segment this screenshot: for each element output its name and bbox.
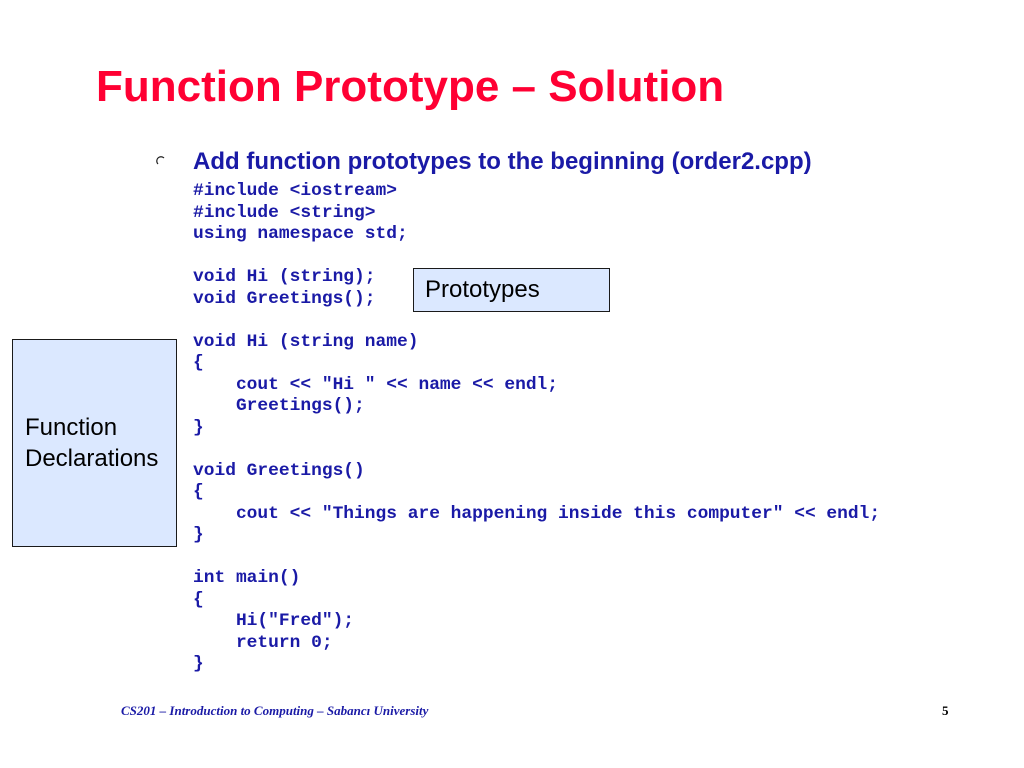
code-line: void Hi (string name) — [193, 331, 419, 352]
footer-text: CS201 – Introduction to Computing – Saba… — [121, 703, 429, 718]
code-line — [193, 246, 880, 268]
code-block: #include <iostream>#include <string>usin… — [193, 181, 880, 676]
code-line — [193, 439, 880, 461]
code-line: { — [193, 482, 204, 502]
code-line: return 0; — [193, 632, 333, 653]
code-line: Hi("Fred"); — [193, 611, 355, 631]
code-line: Greetings(); — [193, 396, 365, 416]
code-line: } — [193, 417, 204, 438]
code-line: #include <string> — [193, 202, 376, 223]
code-line: cout << "Things are happening inside thi… — [193, 503, 881, 524]
declarations-callout-line2: Declarations — [25, 445, 159, 472]
bullet-text: Add function prototypes to the beginning… — [193, 148, 812, 175]
code-line: } — [193, 525, 204, 545]
page-number: 5 — [942, 703, 949, 718]
function-declarations-callout: Function Declarations — [12, 339, 177, 547]
slide-title: Function Prototype – Solution — [96, 62, 725, 111]
code-line: } — [193, 654, 204, 674]
prototypes-callout-label: Prototypes — [425, 276, 540, 303]
code-line — [193, 310, 880, 332]
code-line: { — [193, 589, 204, 610]
code-line: { — [193, 353, 204, 373]
circle-bullet-icon — [156, 156, 165, 165]
code-line: #include <iostream> — [193, 181, 397, 201]
code-line: void Greetings(); — [193, 288, 376, 309]
code-line — [193, 547, 880, 569]
declarations-callout-line1: Function — [25, 414, 118, 441]
code-line: cout << "Hi " << name << endl; — [193, 374, 559, 395]
code-line: void Hi (string); — [193, 267, 376, 287]
code-line: using namespace std; — [193, 224, 408, 244]
code-line: int main() — [193, 568, 301, 588]
code-line: void Greetings() — [193, 460, 365, 481]
prototypes-callout: Prototypes — [413, 268, 610, 312]
